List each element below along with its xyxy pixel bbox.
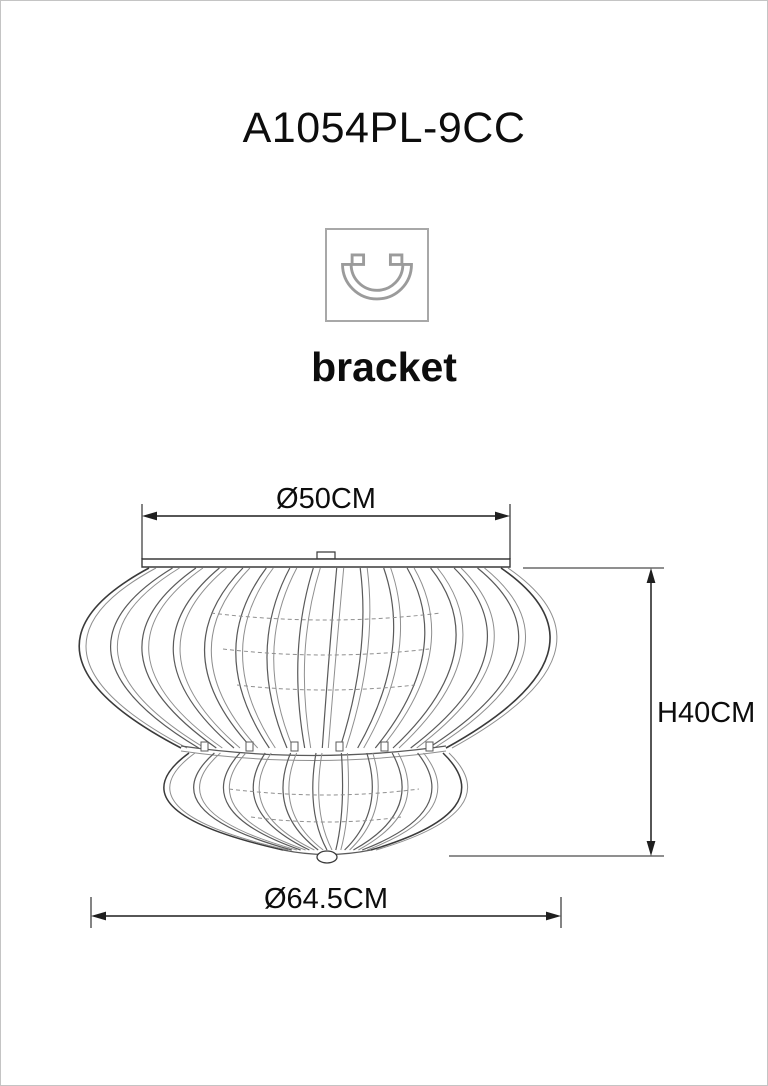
line-art-path — [282, 752, 319, 851]
line-art-path — [193, 752, 292, 851]
line-art-path — [427, 567, 520, 749]
finial-knob — [316, 850, 338, 864]
dim-height-arrow — [449, 567, 664, 857]
line-art-path — [380, 741, 389, 752]
line-art-path — [116, 567, 205, 749]
line-art-path — [228, 788, 420, 796]
line-art-path — [451, 567, 558, 749]
line-art-path — [200, 741, 209, 752]
line-art-path — [163, 752, 284, 851]
line-art-path — [210, 567, 259, 749]
line-art-path — [316, 551, 336, 560]
line-art-path — [288, 752, 324, 851]
line-art-path — [250, 816, 402, 823]
line-art-path — [85, 567, 188, 749]
mount-type-box — [325, 228, 429, 322]
line-art-path — [339, 567, 364, 749]
bottom-diameter-label: Ø64.5CM — [263, 883, 389, 915]
line-art-path — [318, 752, 333, 851]
line-art-path — [78, 567, 182, 749]
line-art-path — [303, 567, 321, 749]
line-art-path — [245, 741, 254, 752]
line-art-path — [374, 567, 426, 749]
bracket-right-tab — [388, 253, 404, 266]
arrowhead-left — [142, 511, 157, 521]
height-label: H40CM — [657, 697, 756, 729]
line-art-path — [340, 752, 349, 851]
line-art-path — [235, 567, 270, 749]
line-art-path — [445, 567, 551, 749]
line-art-path — [410, 567, 488, 749]
line-art-path — [180, 745, 447, 757]
line-art-path — [179, 567, 241, 749]
line-art-path — [222, 752, 301, 851]
line-art-path — [172, 567, 235, 749]
line-art-path — [297, 567, 314, 749]
line-art-path — [367, 752, 439, 851]
line-art-path — [349, 752, 379, 851]
line-art-path — [110, 567, 200, 749]
arrowhead-right — [546, 911, 561, 921]
line-art-path — [199, 752, 297, 851]
line-art-path — [180, 750, 447, 761]
line-art-path — [228, 752, 306, 851]
arrowhead-right — [495, 511, 510, 521]
line-art-path — [375, 752, 468, 851]
arrowhead-left — [91, 911, 106, 921]
line-art-path — [392, 567, 457, 749]
line-art-path — [345, 567, 371, 749]
line-art-path — [242, 567, 276, 749]
line-art-path — [363, 567, 402, 749]
line-art-path — [335, 752, 344, 851]
line-art-path — [290, 741, 299, 752]
line-art-path — [252, 752, 310, 851]
arrowhead-down — [646, 841, 656, 856]
chandelier-line-art — [78, 551, 558, 864]
line-art-path — [434, 567, 526, 749]
top-diameter-label: Ø50CM — [276, 483, 376, 515]
line-art-path — [141, 567, 217, 749]
line-art-path — [321, 567, 338, 749]
line-art-path — [380, 567, 433, 749]
line-art-path — [236, 684, 416, 691]
line-art-path — [416, 567, 495, 749]
line-art-path — [258, 752, 315, 851]
line-art-path — [370, 752, 463, 851]
bracket-ring-shape — [341, 263, 413, 301]
line-art-path — [327, 567, 345, 749]
line-art-path — [398, 567, 464, 749]
line-art-path — [273, 567, 298, 749]
line-art-path — [353, 752, 403, 851]
dim-bottom-diameter-arrow — [90, 897, 562, 928]
mounting-bracket-icon — [341, 253, 413, 301]
line-art-path — [210, 612, 442, 621]
line-art-path — [425, 741, 434, 752]
line-art-path — [204, 567, 253, 749]
line-art-path — [344, 752, 373, 851]
line-art-path — [335, 741, 344, 752]
line-art-path — [312, 752, 328, 851]
model-number-title: A1054PL-9CC — [242, 104, 526, 152]
line-art-path — [169, 752, 289, 851]
arrowhead-up — [646, 568, 656, 583]
line-art-path — [357, 567, 395, 749]
mount-type-label: bracket — [311, 344, 457, 390]
line-art-path — [141, 558, 511, 568]
line-art-path — [266, 567, 291, 749]
line-art-path — [148, 567, 223, 749]
bracket-left-tab — [350, 253, 366, 266]
dim-top-diameter-arrow — [141, 504, 511, 559]
line-art-path — [358, 752, 409, 851]
line-art-path — [361, 752, 433, 851]
